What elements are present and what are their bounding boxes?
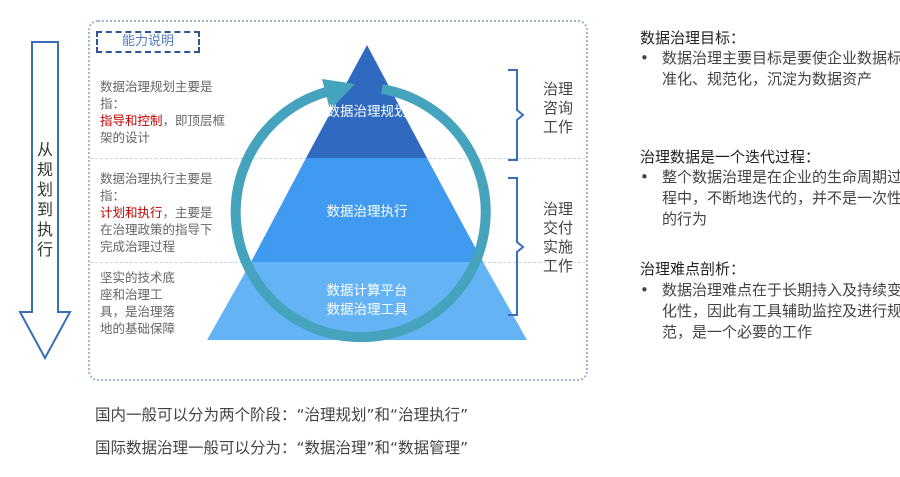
left-arrow-text: 从规划到执行 — [37, 140, 54, 259]
note-text: ，即顶层框架的设计 — [100, 113, 226, 145]
bullet-text: 整个数据治理是在企业的生命周期过程中，不断地迭代的，并不是一次性的行为 — [662, 168, 900, 228]
bullet-icon: • — [640, 49, 649, 67]
cycle-arrowhead — [322, 79, 355, 110]
note-highlight: 指导和控制 — [100, 113, 163, 128]
bullet-text: 数据治理主要目标是要使企业数据标准化、规范化，沉淀为数据资产 — [662, 49, 900, 88]
note-text: ，主要是在治理政策的指导下完成治理过程 — [100, 205, 213, 254]
bullet-icon: • — [640, 168, 649, 186]
cycle-arrow — [230, 84, 491, 343]
note-execution: 数据治理执行主要是指： 计划和执行，主要是在治理政策的指导下完成治理过程 — [100, 170, 222, 255]
capability-label: 能力说明 — [96, 31, 200, 53]
note-planning: 数据治理规划主要是指： 指导和控制，即顶层框架的设计 — [100, 78, 232, 146]
section-heading: 治理数据是一个迭代过程： — [640, 148, 821, 166]
pyramid-diagram — [207, 45, 527, 343]
pyramid-bottom — [207, 262, 527, 340]
pyramid-bottom-label-1: 数据计算平台 — [326, 283, 408, 299]
bracket-icon — [508, 69, 525, 316]
label-consulting: 治理咨询工作 — [543, 80, 574, 136]
pyramid-top-label: 数据治理规划 — [326, 104, 408, 120]
pyramid-middle — [251, 158, 483, 262]
pyramid-middle-label: 数据治理执行 — [326, 204, 408, 220]
section-heading: 治理难点剖析： — [640, 260, 746, 278]
down-arrow-icon — [18, 41, 72, 361]
bullet-text: 数据治理难点在于长期持入及持续变化性，因此有工具辅助监控及进行规范，是一个必要的… — [662, 281, 900, 341]
note-highlight: 计划和执行 — [100, 205, 163, 220]
label-delivery: 治理交付实施工作 — [543, 200, 574, 275]
capability-frame — [88, 20, 588, 381]
note-text: 数据治理规划主要是指： — [100, 79, 213, 111]
pyramid-bottom-label-2: 数据治理工具 — [326, 302, 408, 318]
note-text: 数据治理执行主要是指： — [100, 171, 213, 203]
footer-line: 国际数据治理一般可以分为：“数据治理”和“数据管理” — [95, 439, 469, 457]
bullet-icon: • — [640, 281, 649, 299]
note-text: 坚实的技术底座和治理工具，是治理落地的基础保障 — [100, 270, 176, 336]
footer-line: 国内一般可以分为两个阶段：“治理规划”和“治理执行” — [95, 406, 469, 424]
section-heading: 数据治理目标： — [640, 29, 746, 47]
pyramid-top — [306, 45, 427, 158]
note-foundation: 坚实的技术底座和治理工具，是治理落地的基础保障 — [100, 269, 180, 337]
